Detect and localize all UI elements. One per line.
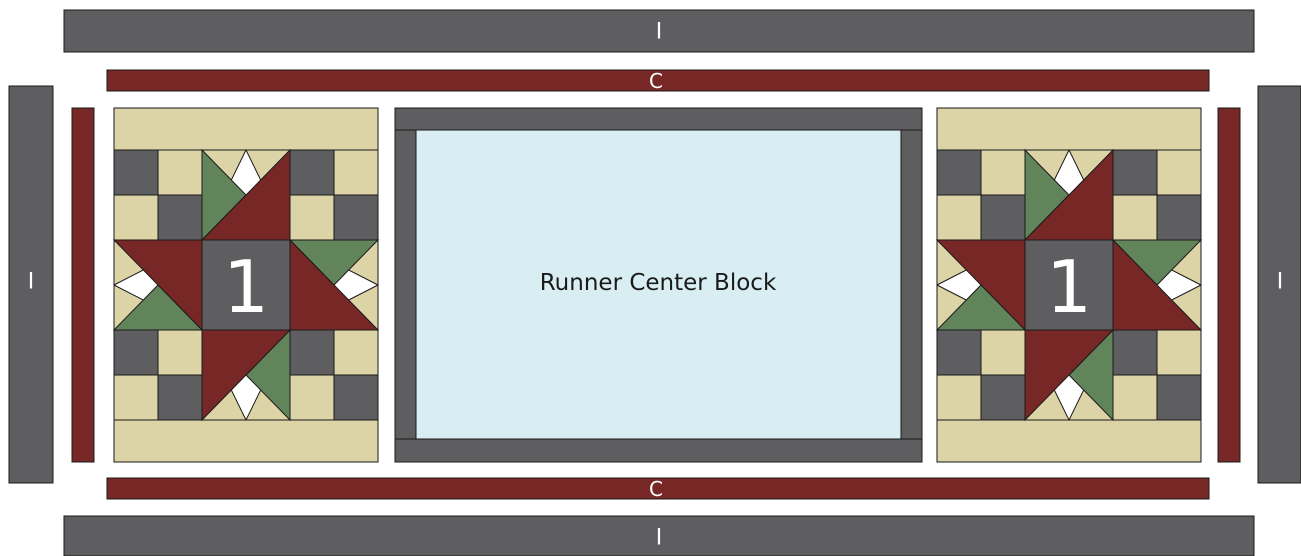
four-patch-gray-square (1156, 374, 1202, 421)
four-patch-tan-square (157, 149, 203, 196)
right-outer-border-label: I (1277, 270, 1284, 295)
four-patch-gray-square (980, 374, 1026, 421)
four-patch-gray-square (113, 149, 159, 196)
four-patch-tan-square (113, 194, 159, 241)
four-patch-gray-square (157, 374, 203, 421)
center-block-label: Runner Center Block (540, 270, 777, 296)
four-patch-gray-square (1156, 194, 1202, 241)
four-patch-tan-square (1156, 329, 1202, 376)
star-green-triangle (112, 284, 204, 331)
four-patch-tan-square (936, 374, 982, 421)
star-green-triangle (935, 284, 1027, 331)
left-star-block: 1 (112, 107, 380, 463)
four-patch-gray-square (1112, 149, 1158, 196)
left-inner-border-strip (71, 107, 95, 463)
four-patch-gray-square (333, 194, 379, 241)
four-patch-tan-square (333, 149, 379, 196)
right-outer-border-strip (1257, 85, 1301, 484)
left-outer-border-label: I (28, 270, 35, 295)
block-number-label: 1 (223, 245, 269, 329)
four-patch-gray-square (113, 329, 159, 376)
four-patch-tan-square (980, 149, 1026, 196)
block-bottom-band (936, 419, 1202, 463)
four-patch-tan-square (157, 329, 203, 376)
four-patch-tan-square (936, 194, 982, 241)
right-star-block: 1 (935, 107, 1203, 463)
top-inner-border-strip (106, 69, 1210, 92)
bottom-inner-border-strip (106, 477, 1210, 500)
center-block: Runner Center Block (394, 107, 923, 463)
four-patch-tan-square (113, 374, 159, 421)
block-number-label: 1 (1046, 245, 1092, 329)
block-top-band (936, 107, 1202, 151)
four-patch-gray-square (289, 149, 335, 196)
block-bottom-band (113, 419, 379, 463)
four-patch-tan-square (333, 329, 379, 376)
star-center-square (1024, 239, 1114, 331)
block-outline (113, 107, 379, 463)
four-patch-gray-square (1112, 329, 1158, 376)
four-patch-tan-square (1156, 149, 1202, 196)
four-patch-tan-square (1112, 374, 1158, 421)
four-patch-tan-square (289, 194, 335, 241)
four-patch-gray-square (157, 194, 203, 241)
top-inner-border-label: C (649, 69, 663, 93)
top-outer-border-label: I (656, 20, 663, 45)
four-patch-gray-square (980, 194, 1026, 241)
bottom-outer-border-strip (63, 515, 1255, 556)
left-outer-border-strip (8, 85, 54, 484)
bottom-outer-border-label: I (656, 526, 663, 551)
top-outer-border-strip (63, 9, 1255, 53)
four-patch-gray-square (936, 329, 982, 376)
right-inner-border-strip (1217, 107, 1241, 463)
four-patch-tan-square (1112, 194, 1158, 241)
bottom-inner-border-label: C (649, 477, 663, 501)
four-patch-gray-square (289, 329, 335, 376)
block-outline (936, 107, 1202, 463)
four-patch-gray-square (333, 374, 379, 421)
four-patch-tan-square (289, 374, 335, 421)
star-center-square (201, 239, 291, 331)
block-top-band (113, 107, 379, 151)
four-patch-tan-square (980, 329, 1026, 376)
center-block-panel (415, 129, 902, 440)
four-patch-gray-square (936, 149, 982, 196)
